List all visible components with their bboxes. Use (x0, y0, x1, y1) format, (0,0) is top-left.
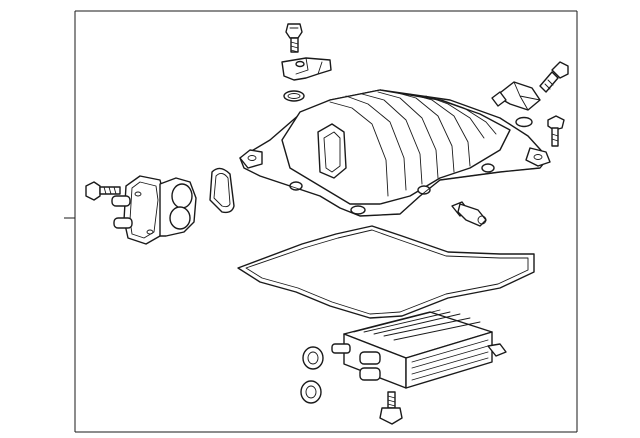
manifold-gasket[interactable] (237, 225, 535, 319)
o-ring-right[interactable] (515, 116, 533, 128)
bolt-bottom[interactable] (379, 391, 403, 425)
sensor-right[interactable] (491, 81, 541, 111)
sensor-fitting[interactable] (451, 201, 487, 227)
charge-cooler[interactable] (331, 309, 507, 389)
throttle-body[interactable] (111, 175, 197, 245)
diagram-frame (64, 10, 578, 433)
bolt-top[interactable] (285, 23, 303, 53)
bracket[interactable] (281, 57, 332, 81)
washer-upper[interactable] (302, 346, 324, 370)
bolt-upper-right[interactable] (539, 61, 569, 93)
intake-manifold[interactable] (239, 89, 551, 217)
gasket-oval[interactable] (209, 167, 235, 214)
bolt-right-lower[interactable] (547, 115, 565, 147)
o-ring[interactable] (283, 90, 305, 102)
bolt-left[interactable] (85, 181, 121, 201)
washer-lower[interactable] (300, 380, 322, 404)
